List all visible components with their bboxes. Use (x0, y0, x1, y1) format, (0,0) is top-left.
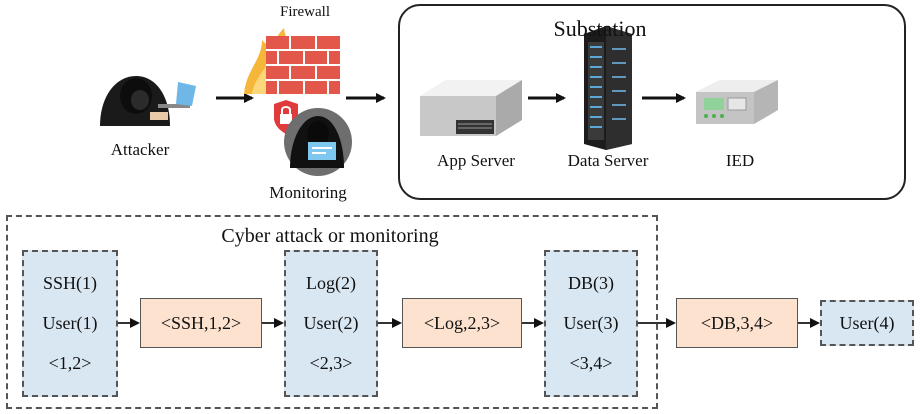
substation-container (398, 4, 906, 200)
state-2-box: Log(2) User(2) <2,3> (284, 250, 378, 397)
state-2-line-3: <2,3> (309, 352, 353, 373)
firewall-icon (244, 28, 340, 94)
transition-1-box: <SSH,1,2> (140, 298, 262, 348)
transition-2-box: <Log,2,3> (402, 298, 522, 348)
state-1-line-1: SSH(1) (42, 273, 97, 294)
data-server-icon (584, 26, 632, 150)
transition-2-label: <Log,2,3> (423, 312, 501, 333)
app-server-label: App Server (437, 151, 515, 170)
transition-1-label: <SSH,1,2> (160, 312, 242, 333)
transition-3-label: <DB,3,4> (700, 312, 774, 333)
cyber-attack-title: Cyber attack or monitoring (221, 225, 439, 247)
state-3-line-3: <3,4> (569, 352, 613, 373)
final-state-label: User(4) (839, 312, 895, 333)
state-2-line-1: Log(2) (306, 273, 356, 294)
ied-icon (696, 80, 778, 124)
cyber-attack-container (6, 215, 658, 409)
state-3-line-1: DB(3) (568, 273, 614, 294)
monitoring-label: Monitoring (269, 183, 347, 202)
attacker-icon (100, 76, 196, 126)
state-3-box: DB(3) User(3) <3,4> (544, 250, 638, 397)
ied-label: IED (725, 151, 755, 170)
app-server-icon (420, 80, 522, 136)
data-server-label: Data Server (567, 151, 649, 170)
substation-title: Substation (553, 16, 647, 41)
state-1-box: SSH(1) User(1) <1,2> (22, 250, 118, 397)
final-state-box: User(4) (820, 300, 914, 346)
state-3-line-2: User(3) (563, 312, 619, 333)
attacker-label: Attacker (110, 140, 170, 159)
monitoring-icon (284, 108, 352, 176)
state-2-line-2: User(2) (303, 312, 359, 333)
firewall-label: Firewall (280, 4, 330, 20)
state-1-line-3: <1,2> (48, 352, 92, 373)
state-1-line-2: User(1) (42, 312, 98, 333)
transition-3-box: <DB,3,4> (676, 298, 798, 348)
